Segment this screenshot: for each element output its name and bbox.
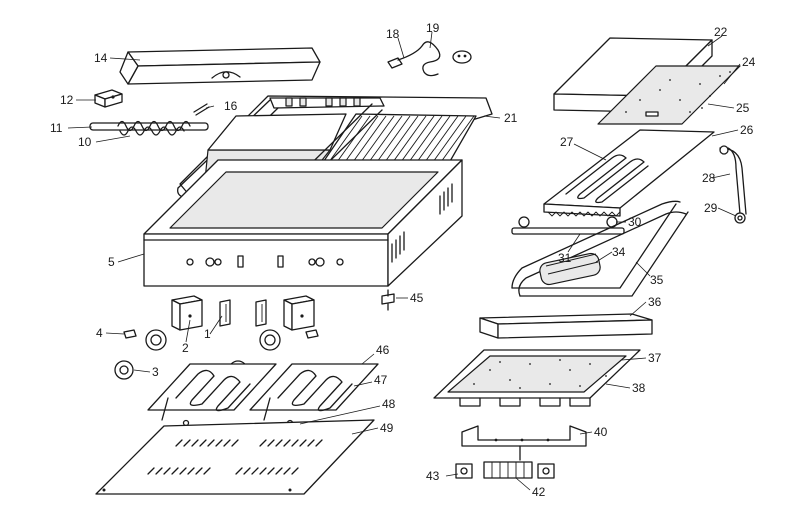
part-5-side-vents bbox=[391, 183, 453, 263]
label-1: 1 bbox=[204, 327, 211, 341]
label-49: 49 bbox=[380, 421, 394, 435]
leader-lines bbox=[67, 31, 741, 491]
part-36-bar bbox=[479, 313, 653, 339]
label-35: 35 bbox=[650, 273, 664, 287]
label-38: 38 bbox=[632, 381, 646, 395]
label-36: 36 bbox=[648, 295, 662, 309]
label-12: 12 bbox=[60, 93, 74, 107]
label-42: 42 bbox=[532, 485, 546, 499]
label-45: 45 bbox=[410, 291, 424, 305]
label-5: 5 bbox=[108, 255, 115, 269]
part-2-thermostats bbox=[171, 295, 315, 331]
label-4: 4 bbox=[96, 326, 103, 340]
part-12-block bbox=[94, 89, 123, 108]
label-14: 14 bbox=[94, 51, 108, 65]
part-26-teeth bbox=[547, 211, 621, 217]
label-24: 24 bbox=[742, 55, 756, 69]
label-11: 11 bbox=[50, 121, 63, 135]
part-24-25-insulation bbox=[597, 65, 741, 125]
label-21: 21 bbox=[504, 111, 518, 125]
part-26-27-upper-heater bbox=[543, 129, 715, 217]
label-22: 22 bbox=[714, 25, 728, 39]
part-number-labels: 14 12 16 11 10 18 19 21 5 1 2 4 3 45 46 … bbox=[50, 21, 756, 499]
label-40: 40 bbox=[594, 425, 608, 439]
part-42-terminal-block bbox=[483, 461, 533, 479]
part-1-switches bbox=[219, 299, 267, 327]
label-28: 28 bbox=[702, 171, 716, 185]
control-knobs bbox=[145, 329, 281, 351]
label-34: 34 bbox=[612, 245, 626, 259]
part-29-clip bbox=[734, 212, 746, 224]
label-3: 3 bbox=[152, 365, 159, 379]
part-14-top-cover bbox=[119, 47, 321, 85]
label-10: 10 bbox=[78, 135, 92, 149]
part-21-hinge-coils bbox=[285, 97, 361, 107]
label-43: 43 bbox=[426, 469, 440, 483]
part-16-pin bbox=[193, 103, 210, 116]
label-16: 16 bbox=[224, 99, 238, 113]
label-37: 37 bbox=[648, 351, 662, 365]
part-28-hose bbox=[719, 145, 747, 215]
part-40-mounting-bracket bbox=[461, 425, 587, 461]
label-48: 48 bbox=[382, 397, 396, 411]
part-24-speckle bbox=[625, 71, 731, 115]
label-25: 25 bbox=[736, 101, 750, 115]
part-43-connectors bbox=[455, 463, 555, 479]
part-35-upper-frame bbox=[511, 200, 689, 297]
label-29: 29 bbox=[704, 201, 718, 215]
label-47: 47 bbox=[374, 373, 388, 387]
part-46-47-heating-elements bbox=[147, 363, 379, 421]
part-11-rod-with-spring-10 bbox=[89, 120, 209, 136]
label-30: 30 bbox=[628, 215, 642, 229]
part-37-38-lower-tray bbox=[433, 349, 641, 407]
part-37-speckle bbox=[473, 359, 607, 389]
label-26: 26 bbox=[740, 123, 754, 137]
part-4-screws bbox=[123, 329, 319, 339]
label-31: 31 bbox=[558, 251, 572, 265]
part-18-19-power-cord bbox=[387, 41, 472, 77]
label-27: 27 bbox=[560, 135, 574, 149]
part-34-handle bbox=[539, 252, 601, 286]
label-46: 46 bbox=[376, 343, 390, 357]
part-5-base-housing bbox=[143, 159, 463, 287]
part-49-bottom-plate bbox=[95, 419, 375, 495]
label-19: 19 bbox=[426, 21, 440, 35]
part-49-vent-slots bbox=[147, 439, 323, 475]
part-31-rod bbox=[511, 216, 625, 235]
part-45-bracket bbox=[381, 289, 395, 311]
label-18: 18 bbox=[386, 27, 400, 41]
label-2: 2 bbox=[182, 341, 189, 355]
